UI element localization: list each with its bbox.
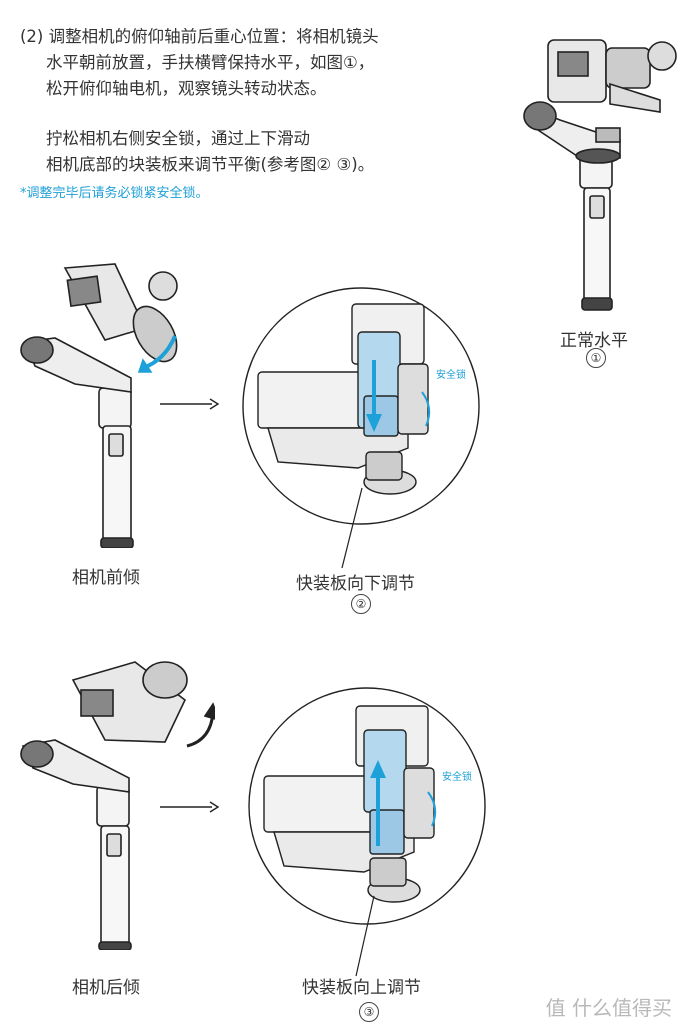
fig2-number: ② (351, 593, 371, 614)
instruction-line-3: 松开俯仰轴电机，观察镜头转动状态。 (46, 79, 327, 98)
fig2-lock-label: 安全锁 (436, 368, 466, 381)
fig2-caption: 快装板向下调节 (296, 574, 415, 594)
fig-forward-caption: 相机前倾 (72, 568, 140, 588)
arrow-to-fig2 (160, 398, 220, 410)
fig3-number: ③ (359, 1001, 379, 1022)
fig3-num-badge: ③ (359, 1002, 379, 1022)
arrow-to-fig3 (160, 801, 220, 813)
gimbal-level-illustration (523, 39, 677, 311)
gimbal-forward-illustration (20, 263, 178, 548)
fig1-num-badge: ① (586, 348, 606, 368)
safety-note: *调整完毕后请务必锁紧安全锁。 (20, 186, 209, 201)
quick-release-down-detail: 安全锁 (242, 287, 480, 569)
fig3-caption: 快装板向上调节 (302, 978, 421, 998)
fig1-number: ① (586, 347, 606, 368)
fig3-lock-label: 安全锁 (442, 770, 472, 783)
instruction-line-4: 拧松相机右侧安全锁，通过上下滑动 (46, 129, 310, 148)
fig1-caption: 正常水平 (560, 331, 628, 351)
gimbal-back-illustration (20, 661, 215, 950)
instruction-line-2: 水平朝前放置，手扶横臂保持水平，如图①， (46, 53, 375, 72)
watermark: 值 什么值得买 (545, 996, 672, 1020)
quick-release-up-detail: 安全锁 (248, 687, 486, 977)
fig-back-caption: 相机后倾 (72, 978, 140, 998)
fig2-num-badge: ② (351, 594, 371, 614)
instruction-line-5: 相机底部的块装板来调节平衡(参考图② ③)。 (46, 155, 375, 174)
instruction-line-1: (2) 调整相机的俯仰轴前后重心位置：将相机镜头 (20, 27, 379, 46)
